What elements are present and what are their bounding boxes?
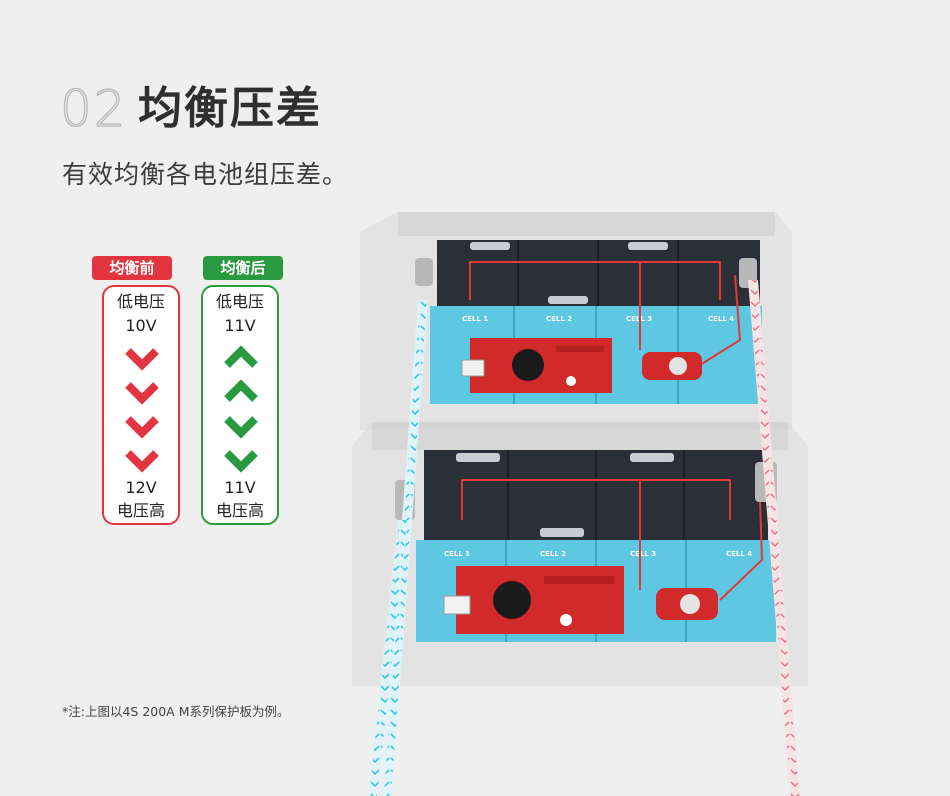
svg-text:CELL 1: CELL 1 bbox=[444, 550, 470, 558]
svg-text:CELL 4: CELL 4 bbox=[708, 315, 734, 323]
section-number: 02 bbox=[59, 80, 128, 138]
before-high-voltage-value: 12V bbox=[125, 478, 157, 497]
after-low-voltage-label: 低电压 bbox=[215, 292, 264, 311]
chevron-down-icon bbox=[125, 416, 159, 439]
section-subtitle: 有效均衡各电池组压差。 bbox=[62, 160, 349, 189]
upper-battery-pack: CELL 1 CELL 2 CELL 3 CELL 4 bbox=[360, 212, 792, 430]
chevron-down-icon bbox=[224, 416, 258, 439]
after-balance-tag: 均衡后 bbox=[203, 256, 283, 280]
before-low-voltage-label: 低电压 bbox=[116, 292, 165, 311]
after-high-voltage-label: 电压高 bbox=[215, 501, 264, 520]
svg-text:CELL 3: CELL 3 bbox=[630, 550, 656, 558]
svg-text:CELL 2: CELL 2 bbox=[546, 315, 572, 323]
chevron-up-icon bbox=[224, 379, 258, 402]
after-high-voltage-value: 11V bbox=[224, 478, 256, 497]
section-title: 均衡压差 bbox=[138, 83, 322, 134]
svg-text:CELL 4: CELL 4 bbox=[726, 550, 752, 558]
chevron-down-icon bbox=[125, 348, 159, 371]
svg-text:CELL 1: CELL 1 bbox=[462, 315, 488, 323]
before-high-voltage-label: 电压高 bbox=[116, 501, 165, 520]
chevron-up-icon bbox=[224, 345, 258, 368]
lower-battery-pack: CELL 1 CELL 2 CELL 3 CELL 4 bbox=[352, 422, 808, 686]
chevron-down-icon bbox=[125, 382, 159, 405]
after-low-voltage-value: 11V bbox=[224, 316, 256, 335]
after-balance-card: 低电压 11V 11V 电压高 bbox=[201, 285, 279, 525]
before-balance-card: 低电压 10V 12V 电压高 bbox=[102, 285, 180, 525]
chevron-down-icon bbox=[224, 450, 258, 473]
before-low-voltage-value: 10V bbox=[125, 316, 157, 335]
footnote: *注:上图以4S 200A M系列保护板为例。 bbox=[62, 704, 290, 719]
current-flow-stripes bbox=[368, 280, 800, 796]
svg-text:CELL 2: CELL 2 bbox=[540, 550, 566, 558]
before-balance-tag: 均衡前 bbox=[92, 256, 172, 280]
chevron-down-icon bbox=[125, 450, 159, 473]
